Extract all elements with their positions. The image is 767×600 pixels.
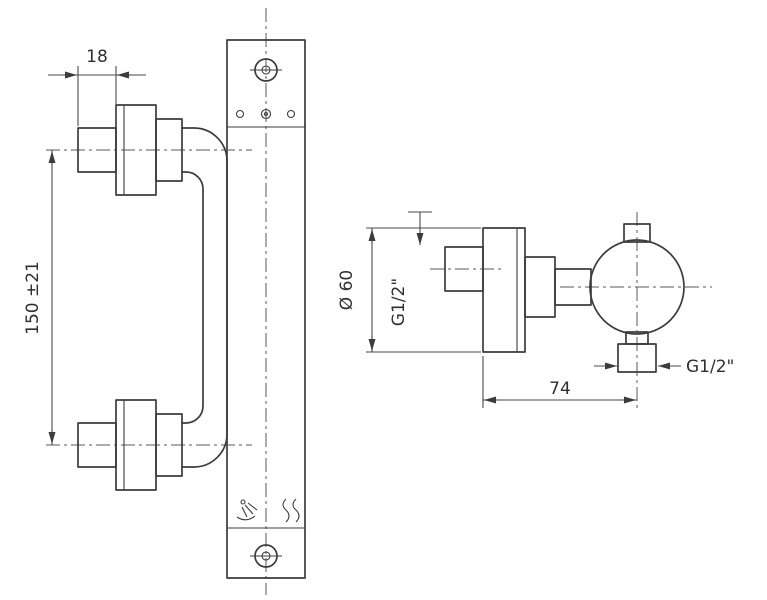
bottom-screw [250, 544, 282, 568]
knob-neck [554, 268, 592, 306]
bottom-inlet-connection [77, 399, 183, 491]
dimension-diameter-60: Ø 60 [337, 227, 481, 353]
valve-body-side [482, 227, 526, 353]
outlet-ribbed-nut [617, 343, 657, 373]
dim-150-label: 150 ±21 [23, 261, 43, 335]
spray-icon [236, 499, 258, 521]
dimension-74: 74 [482, 356, 637, 408]
inlet-thread-label: G1/2" [389, 211, 432, 326]
dimension-150: 150 ±21 [23, 150, 56, 445]
top-inlet-ribbed-nut [155, 118, 183, 182]
top-inlet-connection [77, 104, 183, 196]
side-inlet-nut [444, 246, 484, 292]
dimension-18: 18 [48, 47, 146, 126]
control-knob [589, 239, 685, 335]
top-screw [250, 58, 282, 82]
inlet-thread-text: G1/2" [389, 278, 409, 326]
body-holes [235, 108, 296, 120]
side-ribbed-ring [524, 256, 556, 318]
side-view: Ø 60 G1/2" G1/2" 74 [337, 211, 734, 408]
outlet-thread-text: G1/2" [686, 357, 734, 377]
dim-diameter-label: Ø 60 [337, 270, 357, 310]
connecting-pipe [181, 127, 228, 468]
outlet-thread-label: G1/2" [594, 357, 734, 377]
front-view: 18 150 ±21 [23, 8, 306, 595]
bottom-inlet-ribbed-nut [155, 413, 183, 477]
knob-stem [623, 223, 651, 243]
wave-icon [282, 498, 300, 523]
dim-18-label: 18 [86, 47, 108, 67]
dim-74-label: 74 [549, 379, 571, 399]
